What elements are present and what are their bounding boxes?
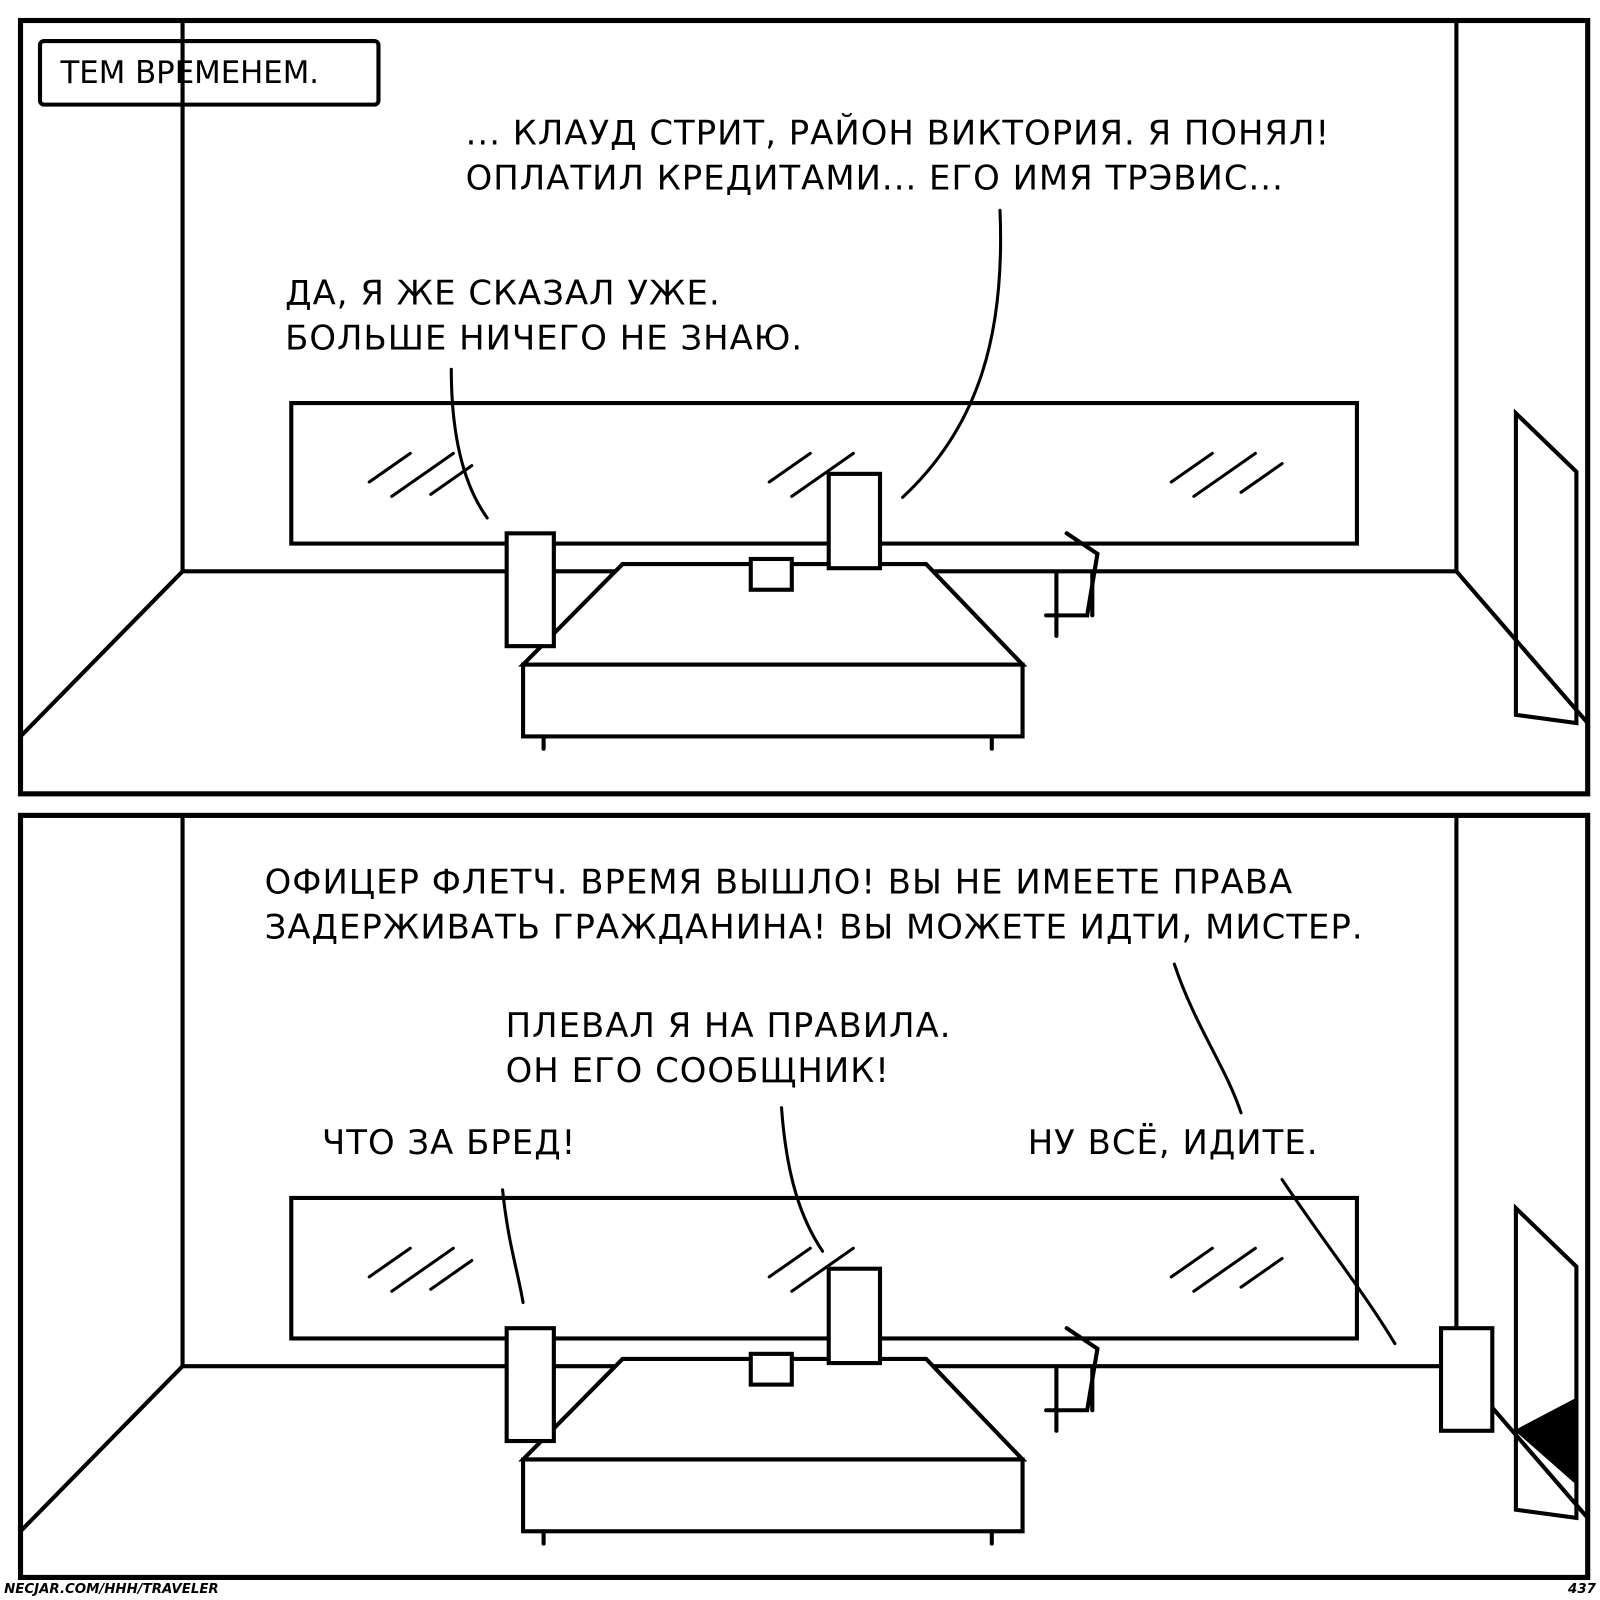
window [289, 401, 1359, 546]
officer [1438, 1326, 1495, 1433]
speech-line: Больше ничего не знаю. [285, 317, 804, 358]
speech-officer-p2-short: Ну всё, идите. [1027, 1122, 1319, 1163]
speech-line: Оплатил кредитами... его имя Трэвис... [465, 157, 1284, 198]
speech-line: Да, я же сказал уже. [285, 272, 721, 313]
speech-line: Офицер Флетч. Время вышло! Вы не имеете … [264, 861, 1294, 902]
speech-line: задерживать гражданина! Вы можете идти, … [264, 906, 1364, 947]
speech-line: ... Клауд стрит, район Виктория. Я понял… [465, 112, 1331, 153]
speech-agent-p1: ... Клауд стрит, район Виктория. Я понял… [466, 111, 1331, 201]
speech-suspect-p2: Что за бред! [322, 1122, 577, 1163]
door [1513, 408, 1579, 726]
speech-officer-p2: Офицер Флетч. Время вышло! Вы не имеете … [265, 859, 1364, 949]
speech-line: Плевал я на правила. [505, 1005, 952, 1046]
speech-agent-p2: Плевал я на правила. Он его сообщник! [506, 1003, 952, 1093]
speech-suspect-p1: Да, я же сказал уже. Больше ничего не зн… [285, 271, 803, 361]
suspect [504, 531, 556, 649]
caption-box: Тем временем. [37, 38, 381, 107]
footer-url: necjar.com/hhh/traveler [4, 1581, 219, 1597]
agent [826, 471, 883, 571]
panel-1-room [17, 17, 1591, 797]
speech-line: Он его сообщник! [505, 1050, 890, 1091]
page-number: 437 [1568, 1581, 1596, 1597]
caption-text: Тем временем. [60, 54, 320, 91]
panel-2-room [17, 812, 1591, 1580]
